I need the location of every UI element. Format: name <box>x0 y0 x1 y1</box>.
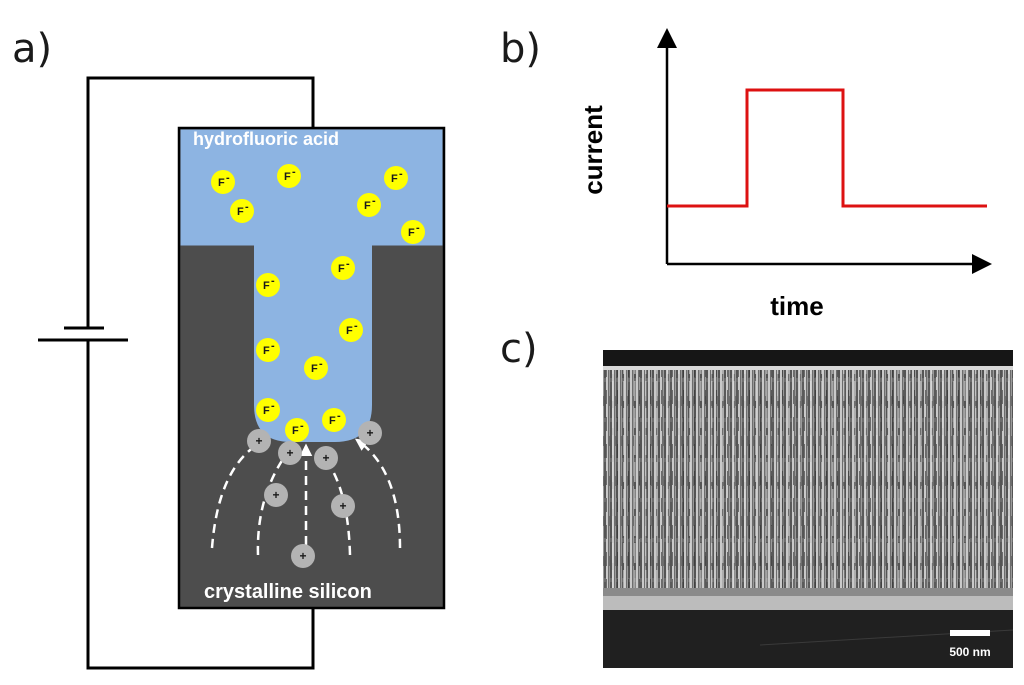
fluoride-ion: F- <box>256 398 280 422</box>
panel-a-letter: a) <box>12 26 52 72</box>
fluoride-ion: F- <box>256 338 280 362</box>
svg-text:-: - <box>319 358 323 370</box>
fluoride-ion: F- <box>304 356 328 380</box>
scale-bar <box>950 630 990 636</box>
ion-label: F <box>338 263 345 275</box>
current-series-line <box>667 88 987 208</box>
svg-text:+: + <box>299 549 306 563</box>
panel-c-letter: c) <box>500 326 538 372</box>
ion-label: F <box>263 405 270 417</box>
battery-icon <box>38 326 128 342</box>
ion-label: F <box>292 425 299 437</box>
hole: + <box>264 483 288 507</box>
svg-text:-: - <box>292 166 296 178</box>
panel-b: b) current time <box>500 26 992 321</box>
hole: + <box>247 429 271 453</box>
fluoride-ion: F- <box>211 170 235 194</box>
svg-text:-: - <box>399 168 403 180</box>
svg-text:-: - <box>354 320 358 332</box>
svg-text:-: - <box>372 195 376 207</box>
circuit-wire <box>86 76 315 670</box>
svg-text:+: + <box>366 426 373 440</box>
svg-text:-: - <box>226 172 230 184</box>
panel-b-letter: b) <box>500 26 541 72</box>
svg-text:+: + <box>322 451 329 465</box>
svg-text:-: - <box>271 340 275 352</box>
ion-label: F <box>237 206 244 218</box>
hole: + <box>314 446 338 470</box>
ion-label: F <box>284 171 291 183</box>
ion-label: F <box>218 177 225 189</box>
fluoride-ion: F- <box>401 220 425 244</box>
ion-label: F <box>346 325 353 337</box>
svg-text:-: - <box>271 275 275 287</box>
svg-text:+: + <box>286 446 293 460</box>
fluoride-ion: F- <box>357 193 381 217</box>
y-axis-label: current <box>578 105 608 195</box>
fluoride-ion: F- <box>230 199 254 223</box>
svg-text:-: - <box>337 410 341 422</box>
panel-a: a) hydrofluoric acid crystalline silicon… <box>12 26 446 670</box>
scale-bar-label: 500 nm <box>949 645 990 659</box>
fluoride-ions: F-F-F-F-F-F-F-F-F-F-F-F-F-F- <box>211 164 425 442</box>
fluoride-ion: F- <box>322 408 346 432</box>
ion-label: F <box>408 227 415 239</box>
ion-label: F <box>329 415 336 427</box>
ion-label: F <box>263 345 270 357</box>
ion-label: F <box>391 173 398 185</box>
hole: + <box>358 421 382 445</box>
fluoride-ion: F- <box>256 273 280 297</box>
holes: + + + + + + + <box>247 421 382 568</box>
ion-label: F <box>311 363 318 375</box>
hole: + <box>278 441 302 465</box>
substrate-label: crystalline silicon <box>204 581 372 603</box>
sem-image <box>603 350 1014 668</box>
svg-text:-: - <box>416 222 420 234</box>
ion-label: F <box>263 280 270 292</box>
fluoride-ion: F- <box>339 318 363 342</box>
electrolyte-label: hydrofluoric acid <box>193 129 339 149</box>
etched-pore <box>254 244 372 442</box>
x-axis-label: time <box>770 291 823 321</box>
panel-c: c) 500 nm <box>500 326 1014 668</box>
svg-text:-: - <box>245 201 249 213</box>
svg-text:+: + <box>339 499 346 513</box>
fluoride-ion: F- <box>277 164 301 188</box>
svg-text:-: - <box>346 258 350 270</box>
fluoride-ion: F- <box>384 166 408 190</box>
svg-text:-: - <box>271 400 275 412</box>
svg-text:+: + <box>272 488 279 502</box>
fluoride-ion: F- <box>331 256 355 280</box>
svg-text:-: - <box>300 420 304 432</box>
hole: + <box>331 494 355 518</box>
svg-text:+: + <box>255 434 262 448</box>
ion-label: F <box>364 200 371 212</box>
fluoride-ion: F- <box>285 418 309 442</box>
hole: + <box>291 544 315 568</box>
